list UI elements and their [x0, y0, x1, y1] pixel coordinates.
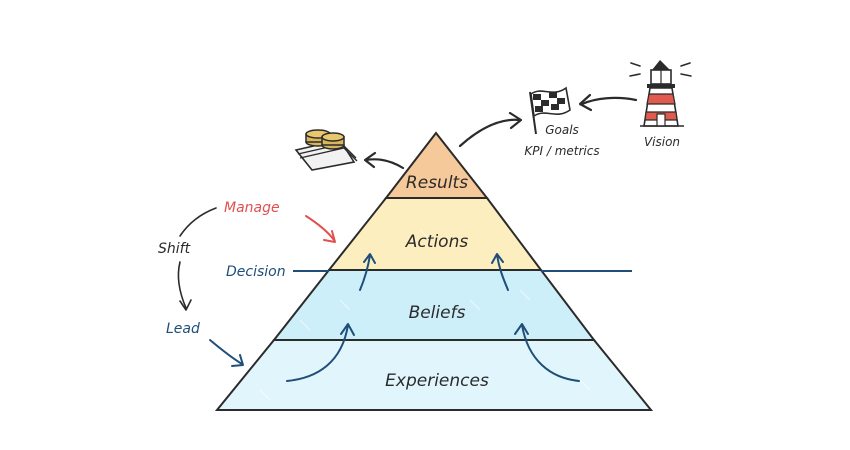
- lead-arrow: [209, 339, 243, 365]
- goals-label: Goals: [545, 123, 579, 137]
- vision-to-goals-arrow: [580, 96, 638, 106]
- results-to-goals-arrow: [458, 118, 522, 148]
- kpi-label: KPI / metrics: [524, 144, 599, 158]
- layer-label-beliefs: Beliefs: [409, 303, 466, 323]
- layer-label-actions: Actions: [405, 232, 469, 252]
- layer-label-results: Results: [406, 173, 468, 193]
- pyramid-texture: [259, 229, 591, 401]
- checkered-flag-icon: [529, 86, 571, 135]
- results-to-money-arrow: [364, 158, 405, 170]
- internal-arrows: [286, 253, 580, 382]
- shift-label: Shift: [158, 241, 191, 257]
- left-cycle: Manage Shift Lead: [158, 200, 336, 367]
- lead-label: Lead: [166, 321, 200, 337]
- lighthouse-icon: [629, 60, 692, 127]
- layer-label-experiences: Experiences: [385, 371, 489, 391]
- shift-to-lead-arrow: [177, 261, 187, 309]
- manage-to-shift-curve: [179, 207, 217, 237]
- manage-arrow: [305, 215, 335, 241]
- decision-label: Decision: [226, 264, 286, 280]
- money-icon: [294, 129, 358, 171]
- pyramid: Results Actions Beliefs Experiences: [214, 131, 654, 411]
- vision-label: Vision: [644, 135, 680, 149]
- manage-label: Manage: [224, 200, 280, 216]
- layer-experiences: [214, 339, 654, 411]
